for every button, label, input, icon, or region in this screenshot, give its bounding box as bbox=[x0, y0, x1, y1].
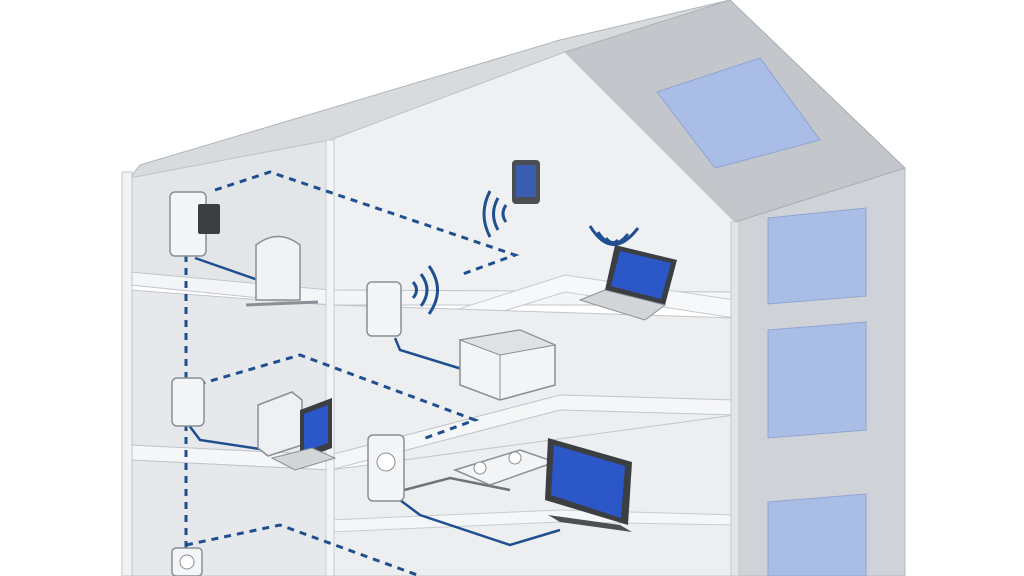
wall-socket-icon bbox=[171, 547, 203, 576]
side-window-3 bbox=[767, 493, 867, 576]
laptop-icon bbox=[578, 245, 677, 321]
house-front-corner bbox=[730, 221, 740, 576]
cable-printer bbox=[393, 337, 466, 372]
interior-divider-wall bbox=[325, 139, 335, 576]
cable-tv-2 bbox=[384, 476, 511, 497]
roof-skylight bbox=[656, 57, 821, 169]
wifi-signal-icon bbox=[588, 225, 640, 246]
wifi-signal-icon bbox=[411, 265, 439, 315]
house-structure bbox=[121, 0, 906, 576]
cable-tv bbox=[399, 499, 561, 547]
powerline-adapter-icon bbox=[171, 377, 205, 427]
powerline-middle-route bbox=[185, 353, 480, 442]
cable-router bbox=[194, 256, 259, 282]
side-window-2 bbox=[767, 321, 867, 439]
powerline-attic-route bbox=[214, 170, 520, 277]
powerline-adapter-icon bbox=[169, 191, 220, 257]
powerline-adapter-icon bbox=[367, 434, 405, 502]
lower-floor-left-room bbox=[129, 459, 331, 576]
printer-icon bbox=[458, 329, 557, 401]
wifi-signal-icon bbox=[482, 190, 508, 238]
desktop-computer-icon bbox=[257, 391, 337, 471]
powerline-lower-route bbox=[185, 523, 421, 576]
smartphone-icon bbox=[512, 160, 540, 204]
powerline-adapter-icon bbox=[366, 281, 402, 337]
wifi-router-icon bbox=[245, 235, 319, 307]
side-window-1 bbox=[767, 207, 867, 305]
television-icon bbox=[545, 438, 632, 532]
house-left-wall-edge bbox=[121, 171, 133, 576]
